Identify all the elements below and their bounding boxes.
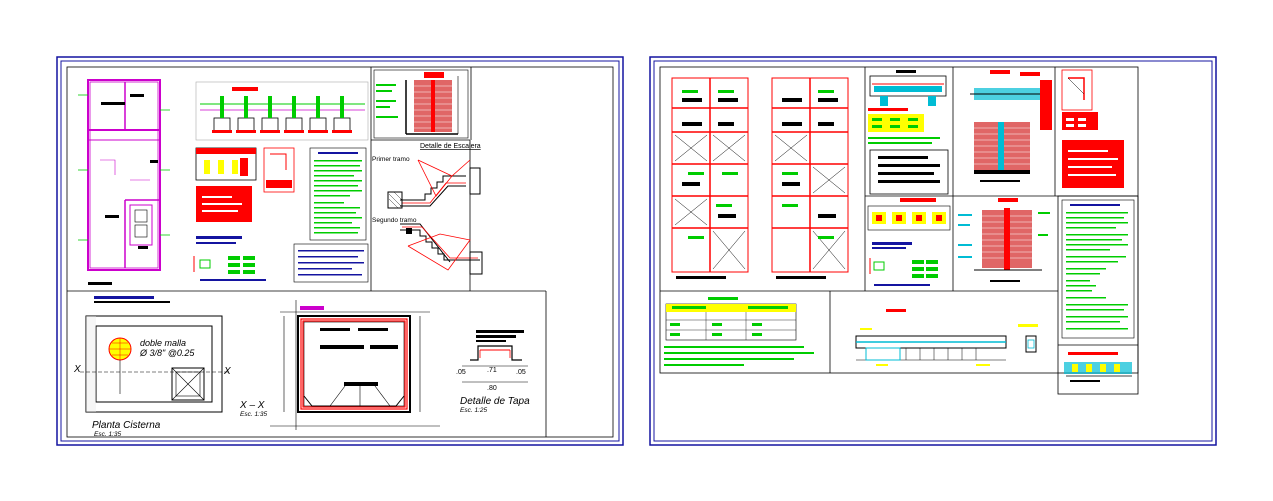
brick-column (414, 80, 452, 132)
frame-elevation-b (771, 77, 849, 279)
cisterna-plan: doble malla Ø 3/8" @0.25 X X Planta Cist… (73, 296, 231, 438)
floor-plan (78, 79, 170, 285)
planta-cisterna-scale: Esc. 1:35 (94, 431, 121, 438)
primer-tramo-label: Primer tramo (372, 156, 410, 163)
dim-05-right: .05 (516, 369, 526, 376)
section-x-x: X – X Esc. 1:35 (239, 300, 440, 430)
brick-wall-detail: Detalle de Escalera (373, 69, 481, 150)
sheet-1-panel-dividers (67, 67, 547, 437)
wall-elevation-bottom (958, 198, 1050, 282)
sheet-1-outer-border (56, 56, 624, 446)
dim-05-left: .05 (456, 369, 466, 376)
stair-details: Primer tramo Segundo tramo (372, 156, 483, 275)
sheet-2-outer-border (649, 56, 1217, 446)
detalle-escalera-title: Detalle de Escalera (420, 143, 481, 150)
detalle-tapa-scale: Esc. 1:25 (460, 407, 487, 414)
dim-71: .71 (487, 367, 497, 374)
cut-mark-right: X (223, 366, 231, 377)
sheet-2-inner-border (653, 60, 1213, 442)
rebar-spec-label: Ø 3/8" @0.25 (139, 348, 195, 358)
detalle-tapa-title: Detalle de Tapa (460, 396, 530, 407)
sheet-1-inner-border (60, 60, 620, 442)
segundo-tramo-label: Segundo tramo (372, 217, 417, 224)
detalle-tapa: .05 .71 .05 .80 Detalle de Tapa Esc. 1:2… (456, 330, 530, 414)
frame-elevation-a (671, 77, 749, 279)
beam-section (868, 70, 949, 195)
sheet-1: Detalle de Escalera Primer tramo Segundo… (56, 56, 624, 446)
section-xx-scale: Esc. 1:35 (240, 411, 267, 418)
corner-detail (1061, 69, 1124, 188)
column-detail-2 (867, 198, 951, 286)
wall-elevation-top (970, 70, 1052, 182)
sheet-2 (649, 56, 1217, 446)
technical-specs-1 (293, 147, 369, 283)
sheet-1-drawing-frame (66, 66, 614, 438)
section-xx-title: X – X (239, 400, 265, 411)
technical-specs-2 (1061, 199, 1135, 382)
sheet-2-panel-dividers (660, 67, 1139, 395)
dim-80: .80 (487, 385, 497, 392)
foundation-sections (195, 81, 369, 141)
cut-mark-left: X (73, 364, 81, 375)
footing-table (664, 297, 814, 366)
planta-cisterna-title: Planta Cisterna (92, 420, 161, 431)
column-detail-table (193, 147, 295, 281)
long-beam-detail (855, 309, 1038, 366)
doble-malla-label: doble malla (140, 338, 186, 348)
